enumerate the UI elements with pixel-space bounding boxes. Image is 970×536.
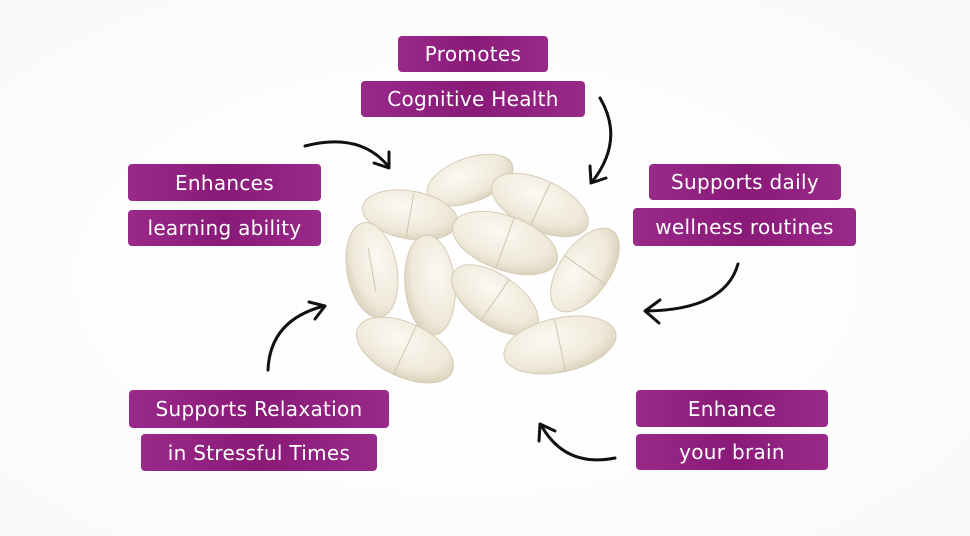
label-supports-daily: Supports daily [649,164,841,200]
pill [404,234,456,336]
arrow-bottom-right-icon [537,422,617,462]
label-learning-ability: learning ability [128,210,321,246]
arrow-top-right-icon [588,96,613,185]
label-cognitive-health: Cognitive Health [361,81,585,117]
label-wellness-routines: wellness routines [633,208,856,246]
arrow-right-icon [643,262,740,325]
label-promotes: Promotes [398,36,548,72]
arrow-left-icon [266,300,327,372]
pill-cluster [345,153,620,384]
label-enhances: Enhances [128,164,321,201]
label-supports-relaxation: Supports Relaxation [129,390,389,428]
label-stressful-times: in Stressful Times [141,434,377,471]
label-your-brain: your brain [636,434,828,470]
arrow-top-left-icon [303,140,391,170]
label-enhance: Enhance [636,390,828,427]
